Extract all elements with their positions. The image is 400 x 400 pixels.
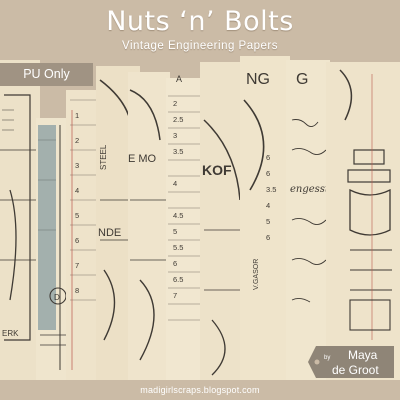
- ruler-8: 5.5: [173, 243, 183, 252]
- ruler-left-7: 7: [75, 261, 79, 270]
- ruler-9: 6: [173, 259, 177, 268]
- ruler-left-3: 3: [75, 161, 79, 170]
- label-steel: STEEL: [99, 144, 108, 170]
- ruler-2: 2.5: [173, 115, 183, 124]
- usage-badge: PU Only: [0, 63, 93, 86]
- label-emo: E MO: [128, 153, 157, 165]
- ruler-7: 5: [173, 227, 177, 236]
- ruler-11: 7: [173, 291, 177, 300]
- author-last-name: de Groot: [332, 363, 379, 377]
- ruler-5: 4: [173, 179, 177, 188]
- author-tag: by Maya de Groot: [308, 346, 394, 378]
- paper-strip-9: G engesst: [286, 60, 330, 380]
- paper-strip-1: ERK: [0, 60, 40, 380]
- ruler-mid-6: 6: [266, 233, 270, 242]
- paper-strip-3: 1 2 3 4 5 6 7 8: [66, 90, 100, 380]
- ruler-left-2: 2: [75, 136, 79, 145]
- label-a: A: [176, 74, 182, 84]
- page-title: Nuts ‘n’ Bolts: [106, 6, 294, 37]
- ruler-mid-5: 5: [266, 217, 270, 226]
- label-ng: NG: [246, 71, 270, 88]
- ruler-left-4: 4: [75, 186, 79, 195]
- ruler-left-5: 5: [75, 211, 79, 220]
- label-erk: ERK: [2, 329, 19, 338]
- label-nde: NDE: [98, 227, 121, 239]
- paper-strip-5: E MO: [128, 72, 170, 380]
- author-first-name: Maya: [348, 348, 378, 362]
- label-g: G: [296, 71, 308, 88]
- label-d: D: [54, 293, 60, 302]
- ruler-10: 6.5: [173, 275, 183, 284]
- ruler-6: 4.5: [173, 211, 183, 220]
- page-subtitle: Vintage Engineering Papers: [121, 40, 278, 52]
- paper-strip-10: [326, 62, 400, 380]
- tag-hole-icon: [314, 359, 320, 365]
- footer-url: madigirlscraps.blogspot.com: [140, 385, 260, 395]
- label-gsor: V.GASOR: [253, 259, 260, 290]
- ruler-mid-1: 6: [266, 153, 270, 162]
- paper-strip-7: KOF: [200, 62, 244, 380]
- ruler-mid-4: 4: [266, 201, 270, 210]
- ruler-mid-3: 3.5: [266, 185, 276, 194]
- paper-strip-6: A 2 2.5 3 3.5 4 4.5 5 5.5 6 6.5 7: [166, 74, 202, 380]
- ruler-mid-2: 6: [266, 169, 270, 178]
- header: Nuts ‘n’ Bolts Vintage Engineering Paper…: [0, 0, 400, 62]
- author-by: by: [324, 355, 330, 361]
- ruler-1: 2: [173, 99, 177, 108]
- label-script: engesst: [290, 184, 330, 195]
- ruler-4: 3.5: [173, 147, 183, 156]
- ruler-left-8: 8: [75, 286, 79, 295]
- paper-strip-8: NG 6 6 3.5 4 5 6 V.GASOR: [240, 56, 290, 380]
- ruler-3: 3: [173, 131, 177, 140]
- ruler-left-6: 6: [75, 236, 79, 245]
- label-kof: KOF: [202, 162, 232, 178]
- ruler-left-1: 1: [75, 111, 79, 120]
